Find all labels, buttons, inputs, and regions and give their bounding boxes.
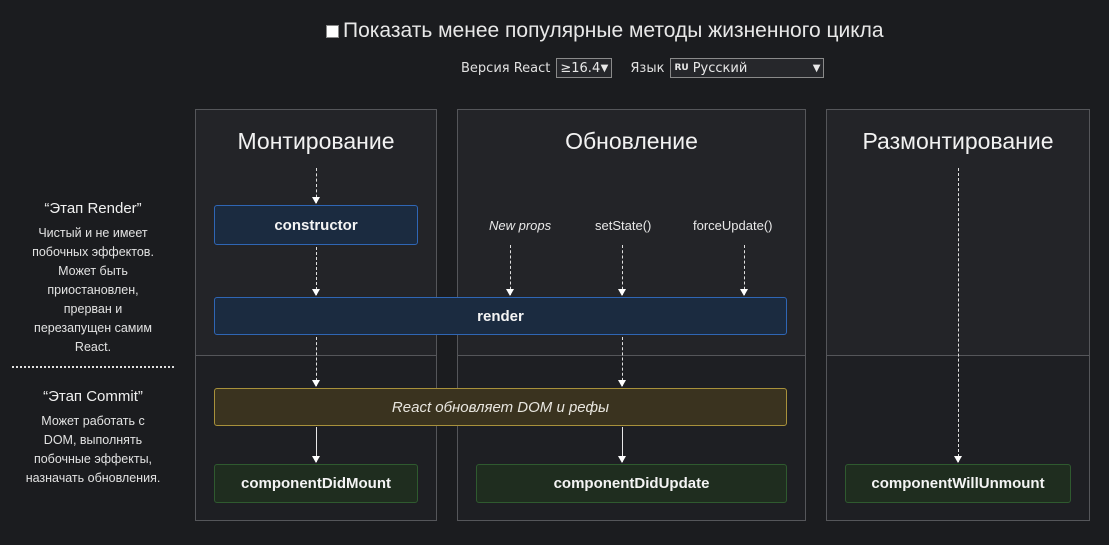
arrow-dom-to-didupdate — [618, 427, 626, 463]
arrow-constructor-to-render — [312, 247, 320, 296]
arrow-dom-to-didmount — [312, 427, 320, 463]
did-update-label: componentDidUpdate — [553, 475, 710, 492]
mounting-title: Монтирование — [237, 128, 395, 154]
arrow-to-willunmount — [954, 168, 962, 463]
toggle-label[interactable]: Показать менее популярные методы жизненн… — [343, 19, 884, 42]
render-phase-description: Чистый и не имеет побочных эффектов. Мож… — [32, 226, 154, 354]
unmounting-title: Размонтирование — [862, 128, 1054, 154]
arrow-setstate-to-render — [618, 245, 626, 296]
arrow-render-to-dom-mount — [312, 337, 320, 387]
did-update-node[interactable]: componentDidUpdate — [476, 464, 787, 503]
phase-divider — [12, 366, 174, 368]
commit-phase-description: Может работать с DOM, выполнять побочные… — [25, 414, 161, 485]
column-divider — [458, 355, 805, 356]
language-flag-icon: RU — [674, 63, 689, 73]
commit-phase-title: “Этап Commit” — [43, 388, 143, 405]
updating-title: Обновление — [565, 128, 698, 154]
version-label: Версия React — [461, 60, 551, 76]
dom-update-node: React обновляет DOM и рефы — [214, 388, 787, 426]
chevron-down-icon: ▼ — [812, 62, 821, 74]
language-label: Язык — [630, 60, 665, 76]
arrow-force-to-render — [740, 245, 748, 296]
show-less-common-methods-toggle[interactable]: Показать менее популярные методы жизненн… — [326, 16, 884, 46]
toggle-checkbox[interactable] — [326, 24, 339, 38]
controls-bar: Версия React ≥16.4 ▼ Язык RU Русский ▼ — [461, 56, 825, 80]
version-select[interactable]: ≥16.4 ▼ — [556, 58, 613, 78]
render-node[interactable]: render — [214, 297, 787, 335]
render-phase-title: “Этап Render” — [44, 200, 142, 217]
will-unmount-label: componentWillUnmount — [871, 475, 1045, 492]
chevron-down-icon: ▼ — [600, 62, 609, 74]
constructor-label: constructor — [274, 216, 358, 234]
constructor-node[interactable]: constructor — [214, 205, 418, 245]
arrow-to-constructor — [312, 168, 320, 204]
render-label: render — [477, 307, 524, 325]
trigger-set-state: setState() — [595, 218, 652, 233]
will-unmount-node[interactable]: componentWillUnmount — [845, 464, 1071, 503]
language-value: Русский — [692, 60, 748, 76]
did-mount-label: componentDidMount — [241, 475, 391, 492]
did-mount-node[interactable]: componentDidMount — [214, 464, 418, 503]
arrow-render-to-dom-update — [618, 337, 626, 387]
version-value: ≥16.4 — [560, 60, 601, 76]
dom-update-label: React обновляет DOM и рефы — [391, 398, 610, 416]
trigger-force-update: forceUpdate() — [693, 218, 773, 233]
trigger-new-props: New props — [489, 218, 552, 233]
language-select[interactable]: RU Русский ▼ — [670, 58, 825, 78]
arrow-props-to-render — [506, 245, 514, 296]
